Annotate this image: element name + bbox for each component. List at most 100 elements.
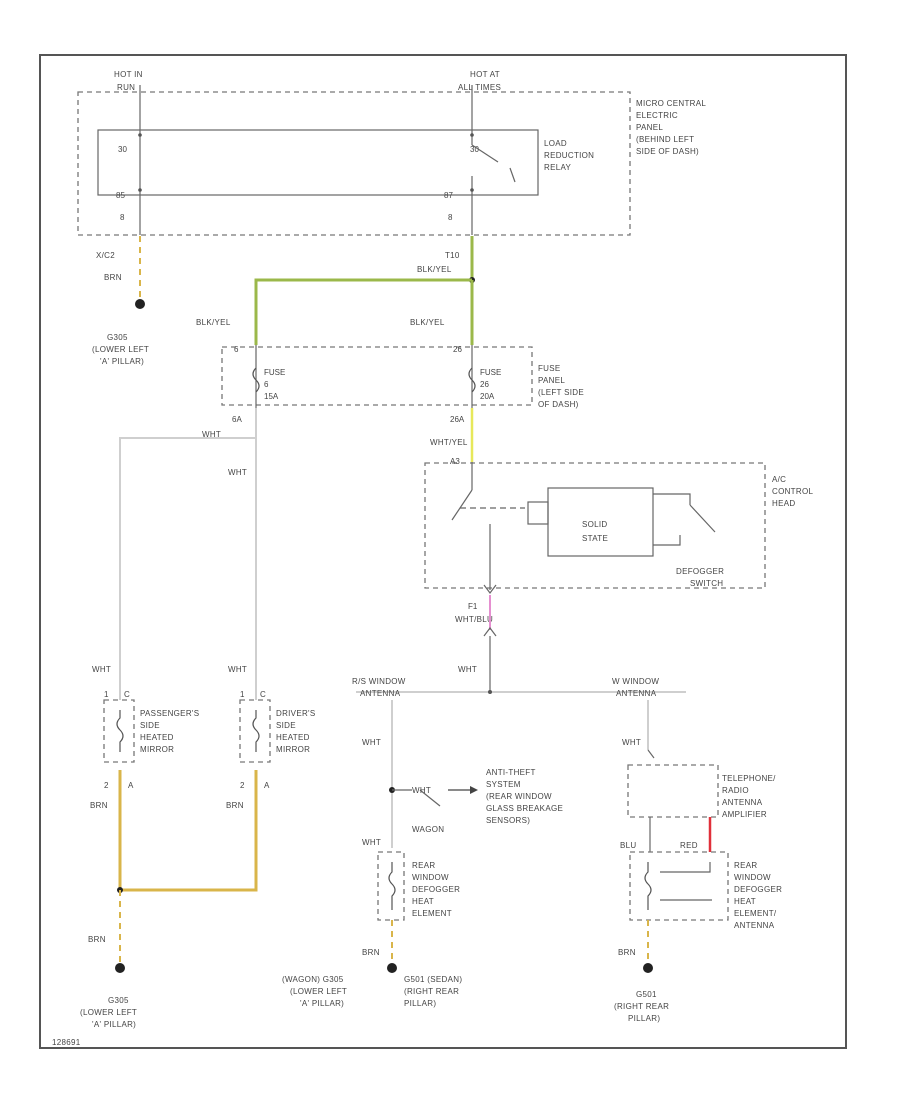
telephone-amplifier-box xyxy=(627,764,719,818)
relay-terminal-dot xyxy=(138,188,142,192)
telephone-label-4: AMPLIFIER xyxy=(722,810,767,819)
ac-control-label-3: HEAD xyxy=(772,499,795,508)
driver-mirror-label-3: HEATED xyxy=(276,733,310,742)
splice-dot xyxy=(488,690,492,694)
telephone-label-1: TELEPHONE/ xyxy=(722,774,776,783)
wire-label-brn-b: BRN xyxy=(226,801,244,810)
driver-mirror-pin-c: C xyxy=(260,690,266,699)
defogger-switch-label-1: DEFOGGER xyxy=(676,567,724,576)
ac-pin-f1: F1 xyxy=(468,602,478,611)
fuse-panel-label-1: FUSE xyxy=(538,364,561,373)
ground-left-label-1: G305 xyxy=(108,996,129,1005)
ground-mid-a-label-2: (LOWER LEFT xyxy=(290,987,347,996)
rear-defogger-right-label-2: WINDOW xyxy=(734,873,771,882)
ground-symbol-top xyxy=(135,299,145,309)
relay-pin-87: 87 xyxy=(444,191,453,200)
connector-arrow-antenna xyxy=(483,627,497,637)
panel-pin-8-left: 8 xyxy=(120,213,125,222)
relay-terminal-dot xyxy=(470,133,474,137)
solid-state-tab xyxy=(527,501,549,525)
ground-right-label-2: (RIGHT REAR xyxy=(614,1002,669,1011)
wire-label-wht-e: WHT xyxy=(458,665,477,674)
rear-defogger-left-label-3: DEFOGGER xyxy=(412,885,460,894)
hot-at-sub-label: ALL TIMES xyxy=(458,83,501,92)
micro-central-panel-box xyxy=(77,91,631,236)
wagon-switch xyxy=(419,789,441,807)
driver-mirror-pin-1: 1 xyxy=(240,690,245,699)
wire-label-wht-f: WHT xyxy=(362,738,381,747)
driver-mirror-box xyxy=(239,699,271,763)
fuse-pin-6a: 6A xyxy=(232,415,242,424)
rear-defogger-right-label-1: REAR xyxy=(734,861,757,870)
solid-state-label-1: SOLID xyxy=(582,520,608,529)
fuse-panel-box xyxy=(221,346,533,406)
driver-mirror-element xyxy=(252,710,260,752)
ground-left-label-2: (LOWER LEFT xyxy=(80,1008,137,1017)
rear-defogger-right-label-5: ELEMENT/ xyxy=(734,909,777,918)
ground-mid-a-label-1: (WAGON) G305 xyxy=(282,975,344,984)
fuse-6-number: 6 xyxy=(264,380,269,389)
wire-label-brn-e: BRN xyxy=(88,935,106,944)
passenger-mirror-pin-a: A xyxy=(128,781,134,790)
driver-mirror-pin-2: 2 xyxy=(240,781,245,790)
wire-label-wht-a: WHT xyxy=(202,430,221,439)
wire-label-wht-h: WHT xyxy=(362,838,381,847)
micro-central-label-3: PANEL xyxy=(636,123,663,132)
wire-label-blk-yel-left: BLK/YEL xyxy=(196,318,231,327)
ac-pin-a3: A3 xyxy=(450,457,460,466)
passenger-mirror-label-2: SIDE xyxy=(140,721,160,730)
relay-pin-30-right: 30 xyxy=(470,145,479,154)
ac-switch-blade xyxy=(451,489,473,521)
left-antenna-label-2: ANTENNA xyxy=(360,689,401,698)
fuse-pin-6: 6 xyxy=(234,345,239,354)
passenger-mirror-label-1: PASSENGER'S xyxy=(140,709,199,718)
load-relay-label-2: REDUCTION xyxy=(544,151,594,160)
diagram-code: 128691 xyxy=(52,1038,81,1047)
rear-defogger-right-box xyxy=(629,851,729,921)
load-relay-label-3: RELAY xyxy=(544,163,572,172)
wire-label-brn-a: BRN xyxy=(90,801,108,810)
relay-terminal-dot xyxy=(138,133,142,137)
wire-label-wht-b: WHT xyxy=(228,468,247,477)
brn-wire-driver-mirror xyxy=(120,770,258,892)
right-antenna-label-2: ANTENNA xyxy=(616,689,657,698)
fuse-pin-26: 26 xyxy=(453,345,462,354)
fuse-panel-label-2: PANEL xyxy=(538,376,565,385)
wire-label-blu: BLU xyxy=(620,841,636,850)
wire-label-red: RED xyxy=(680,841,698,850)
left-antenna-label-1: R/S WINDOW xyxy=(352,677,406,686)
ground-right-label-1: G501 xyxy=(636,990,657,999)
passenger-mirror-box xyxy=(103,699,135,763)
micro-central-label-2: ELECTRIC xyxy=(636,111,678,120)
ground-right-label-3: PILLAR) xyxy=(628,1014,660,1023)
wire-label-blk-yel-right: BLK/YEL xyxy=(410,318,445,327)
ground-symbol-right xyxy=(643,963,653,973)
passenger-mirror-pin-1: 1 xyxy=(104,690,109,699)
wht-wire-passenger-mirror xyxy=(119,408,257,700)
rear-defogger-right-label-6: ANTENNA xyxy=(734,921,775,930)
anti-theft-arrowhead xyxy=(470,786,478,794)
fuse-6-amp: 15A xyxy=(264,392,279,401)
micro-central-label-1: MICRO CENTRAL xyxy=(636,99,706,108)
defogger-switch-blade xyxy=(689,504,716,533)
passenger-mirror-pin-c: C xyxy=(124,690,130,699)
ac-control-head-box xyxy=(424,462,766,589)
wire-label-wht-d: WHT xyxy=(228,665,247,674)
hot-in-label: HOT IN xyxy=(114,70,143,79)
wire-label-blk-yel: BLK/YEL xyxy=(417,265,452,274)
ac-control-label-1: A/C xyxy=(772,475,786,484)
passenger-mirror-element xyxy=(116,710,124,752)
relay-pin-85: 85 xyxy=(116,191,125,200)
ground-mid-b-label-1: G501 (SEDAN) xyxy=(404,975,462,984)
anti-theft-label-2: SYSTEM xyxy=(486,780,521,789)
ground-mid-b-label-2: (RIGHT REAR xyxy=(404,987,459,996)
rear-defogger-right-label-3: DEFOGGER xyxy=(734,885,782,894)
right-antenna-label-1: W WINDOW xyxy=(612,677,659,686)
relay-switch-contact xyxy=(471,144,499,163)
ground-left-label-3: 'A' PILLAR) xyxy=(92,1020,136,1029)
wire-label-wht-right: WHT xyxy=(622,738,641,747)
fuse-26-name: FUSE xyxy=(480,368,501,377)
fuse-6-name: FUSE xyxy=(264,368,285,377)
right-antenna-branch xyxy=(647,749,655,759)
